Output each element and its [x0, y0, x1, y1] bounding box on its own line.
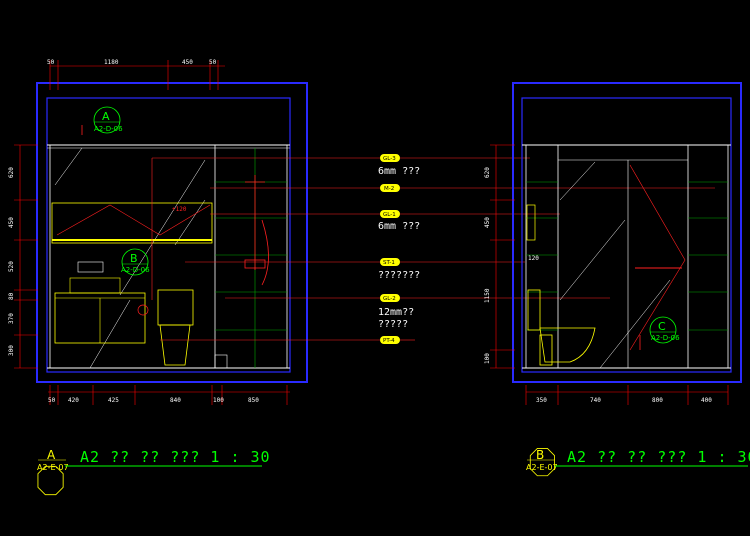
dim-text: 1180	[104, 59, 119, 66]
title-hex-letter: B	[536, 448, 544, 462]
dim-text: 850	[248, 397, 259, 404]
left-shower-fixture	[244, 175, 269, 286]
dim-text: 620	[8, 167, 15, 178]
left-inner-frame	[46, 97, 291, 373]
dim-text: 425	[108, 397, 119, 404]
tag-code: M-2	[384, 186, 394, 192]
fixture-note: 120	[528, 255, 539, 262]
dim-text: 450	[484, 217, 491, 228]
callout-letter: A	[102, 110, 110, 123]
dim-text: 50	[47, 59, 55, 66]
dim-text: 80	[8, 292, 15, 300]
extra-note: ?????	[378, 319, 408, 330]
title-hex-ref: A2-E-07	[37, 463, 69, 472]
right-bottom-dim-text: 350 740 800 400	[536, 397, 712, 404]
left-tile-grid	[215, 148, 287, 368]
view-title: A2 ?? ?? ??? 1 : 30	[80, 448, 271, 466]
material-leaders	[151, 157, 715, 341]
callout-letter: C	[658, 320, 666, 333]
tag-code: PT-4	[383, 338, 395, 344]
tag-note: 6mm ???	[378, 166, 420, 177]
dim-text: 1150	[484, 288, 491, 303]
tag-gl-2[interactable]: GL-2 12mm?? ?????	[378, 294, 414, 330]
callout-ref: A2-D-06	[121, 266, 150, 274]
dim-text: 100	[484, 353, 491, 364]
dim-text: 740	[590, 397, 601, 404]
dim-text: 450	[8, 217, 15, 228]
callout-a[interactable]: A A2-D-06	[81, 106, 123, 135]
tag-code: GL-1	[383, 212, 396, 218]
left-elevation: 50 1180 450 50 50 420 425 840 100 850 62…	[8, 59, 308, 405]
right-outer-frame	[512, 82, 742, 383]
left-bottom-dim-text: 50 420 425 840 100 850	[48, 397, 259, 404]
left-top-dim-text: 50 1180 450 50	[47, 59, 217, 66]
right-toilet	[527, 289, 596, 366]
left-side-dim-text: 620 450 520 80 370 300	[8, 167, 15, 356]
tag-st-1[interactable]: ST-1 ???????	[378, 258, 420, 281]
callout-letter: B	[130, 252, 138, 265]
right-elevation: 120 350 740 800 400 620 450 1150 100	[484, 82, 742, 405]
view-title: A2 ?? ?? ??? 1 : 30	[567, 448, 750, 466]
tag-code: ST-1	[383, 260, 395, 266]
tag-gl-3[interactable]: GL-3 6mm ???	[378, 154, 420, 177]
dim-text: 800	[652, 397, 663, 404]
dim-text: 520	[8, 261, 15, 272]
left-mirror-cabinet	[51, 202, 213, 244]
left-outer-frame	[36, 82, 308, 383]
tag-gl-1[interactable]: GL-1 6mm ???	[378, 210, 420, 232]
left-title-block[interactable]: A A2-E-07 A2 ?? ?? ??? 1 : 30	[37, 448, 271, 496]
dim-text: 100	[213, 397, 224, 404]
dim-text: 400	[701, 397, 712, 404]
right-inner-frame	[521, 97, 732, 373]
dim-text: 840	[170, 397, 181, 404]
tag-pt-4[interactable]: PT-4	[380, 336, 400, 344]
tag-note: ???????	[378, 270, 420, 281]
tag-note: 6mm ???	[378, 221, 420, 232]
tag-m-2[interactable]: M-2	[380, 184, 400, 192]
title-hex-letter: A	[47, 448, 56, 462]
dim-text: 300	[8, 345, 15, 356]
dim-text: 50	[48, 397, 56, 404]
title-hex-ref: A2-E-07	[526, 463, 558, 472]
tag-note: 12mm??	[378, 307, 414, 318]
callout-ref: A2-D-06	[651, 334, 680, 342]
callout-c[interactable]: C A2-D-06	[639, 316, 680, 350]
fixture-note: +120	[172, 206, 187, 213]
callout-b[interactable]: B A2-D-06	[121, 248, 150, 276]
dim-text: 450	[182, 59, 193, 66]
right-side-dim-text: 620 450 1150 100	[484, 167, 491, 364]
tag-code: GL-2	[383, 296, 396, 302]
tag-code: GL-3	[383, 156, 396, 162]
dim-text: 620	[484, 167, 491, 178]
right-title-block[interactable]: B A2-E-07 A2 ?? ?? ??? 1 : 30	[526, 448, 750, 477]
left-toilet	[157, 289, 194, 326]
material-tags: GL-3 6mm ??? M-2 GL-1 6mm ??? ST-1 ?????…	[378, 154, 420, 344]
dim-text: 420	[68, 397, 79, 404]
callout-ref: A2-D-06	[94, 125, 123, 133]
dim-text: 370	[8, 313, 15, 324]
dim-text: 50	[209, 59, 217, 66]
dim-text: 350	[536, 397, 547, 404]
